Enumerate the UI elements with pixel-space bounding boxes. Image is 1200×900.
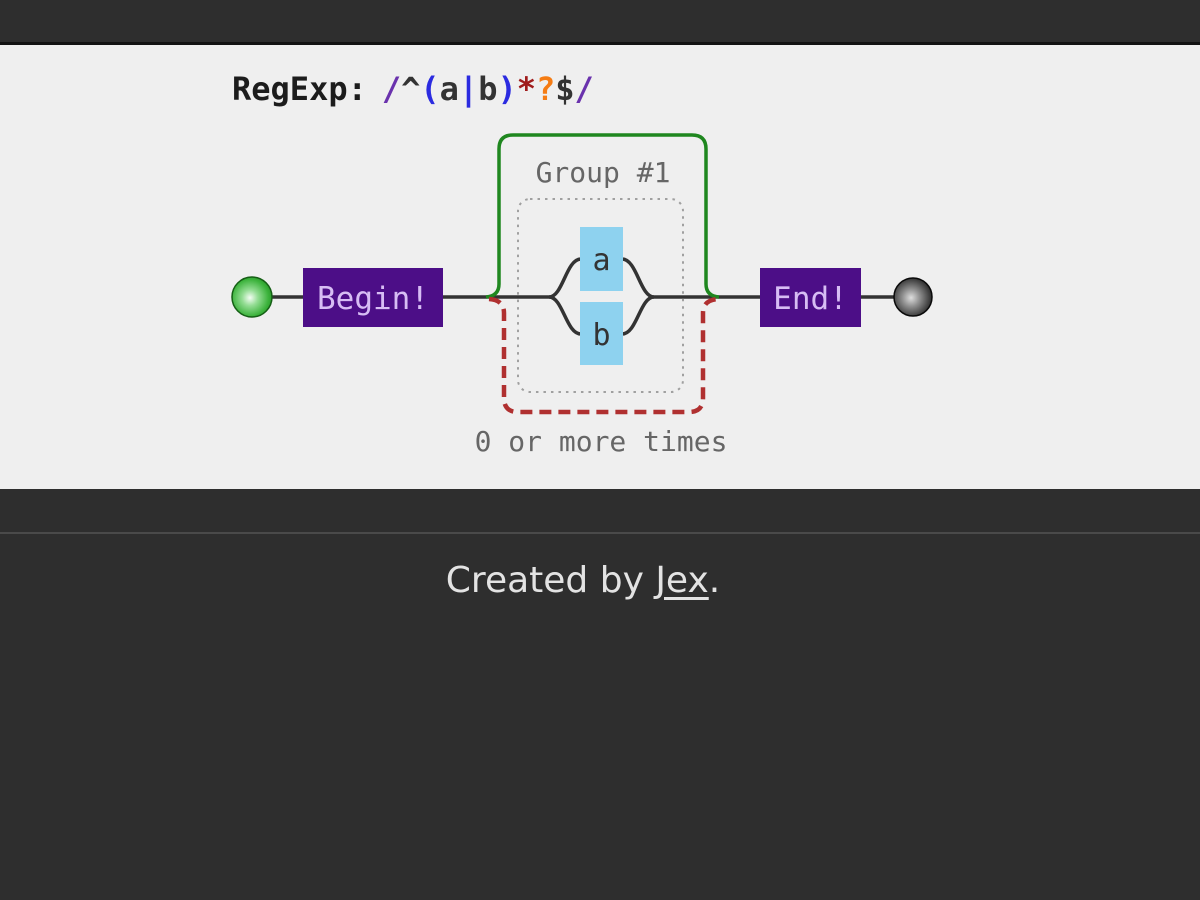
branch-curve bbox=[548, 295, 582, 336]
regex-token: * bbox=[516, 70, 536, 108]
literal-b-box bbox=[580, 302, 623, 365]
repeat-label: 0 or more times bbox=[475, 425, 728, 458]
literal-a-box bbox=[580, 227, 623, 291]
footer: Created by Jex. bbox=[0, 489, 1200, 897]
end-node bbox=[893, 277, 933, 317]
regex-token: $ bbox=[555, 70, 575, 108]
begin-assertion-label: Begin! bbox=[317, 281, 429, 317]
footer-divider bbox=[0, 489, 1200, 534]
regex-token: a bbox=[439, 70, 459, 108]
begin-assertion-box bbox=[303, 268, 443, 327]
regex-token: | bbox=[458, 70, 479, 108]
branch-curve bbox=[621, 295, 655, 336]
credit-prefix: Created by bbox=[445, 560, 656, 601]
end-assertion-label: End! bbox=[773, 281, 848, 317]
start-node bbox=[231, 276, 273, 318]
branch-curve bbox=[621, 257, 655, 299]
visualization-panel: RegExp:/^(a|b)*?$/ bbox=[0, 45, 1200, 489]
regexp-heading: RegExp:/^(a|b)*?$/ bbox=[232, 70, 594, 108]
regex-token: / bbox=[574, 70, 594, 108]
literal-a-label: a bbox=[592, 243, 610, 278]
credit-suffix: . bbox=[708, 560, 721, 601]
repeat-border bbox=[488, 296, 719, 415]
credit-text: Created by Jex. bbox=[0, 560, 1166, 601]
literal-b-label: b bbox=[592, 318, 610, 353]
branch-curve bbox=[548, 257, 582, 299]
regex-token: ) bbox=[497, 70, 517, 108]
regex-token: ( bbox=[420, 70, 440, 108]
railroad-diagram: Group #1 0 or more times a b Begin! End! bbox=[231, 133, 933, 458]
group-label: Group #1 bbox=[536, 156, 671, 189]
regex-token: b bbox=[478, 70, 498, 108]
regex-token: / bbox=[381, 70, 402, 108]
regex-token: ^ bbox=[401, 70, 421, 108]
jex-link[interactable]: Jex bbox=[655, 560, 709, 601]
regexp-label: RegExp: bbox=[232, 70, 367, 108]
top-bar bbox=[0, 0, 1200, 45]
end-assertion-box bbox=[760, 268, 861, 327]
group-border bbox=[485, 133, 720, 299]
regex-token: ? bbox=[535, 70, 556, 108]
